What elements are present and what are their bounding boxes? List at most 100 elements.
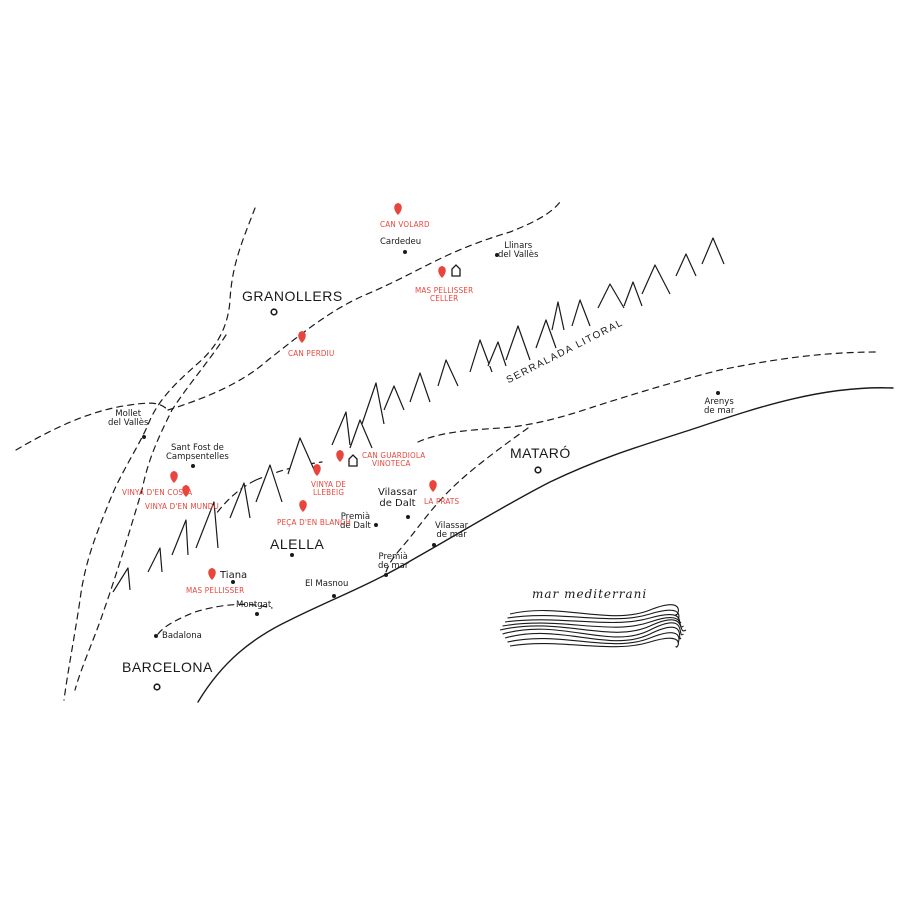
mountain-peak-9	[361, 382, 385, 425]
winery-mas-pellisser-celler: MAS PELLISSER CELLER	[415, 286, 474, 304]
mountain-peak-10	[383, 385, 405, 411]
mountain-peak-15	[505, 325, 531, 361]
winery-la-prats: LA PRATS	[424, 497, 460, 506]
road-3	[167, 201, 561, 411]
town-mollet: Mollet del Vallès	[108, 410, 148, 428]
town-dot-icon-13	[154, 634, 158, 638]
city-granollers: GRANOLLERS	[242, 288, 343, 304]
mountain-peak-13	[469, 339, 493, 373]
city-dot-icon-7	[534, 466, 542, 474]
town-dot-icon-11	[231, 580, 235, 584]
winery-vinya-llebeig-line2: LLEBEIG	[312, 488, 345, 498]
town-dot-icon-14	[290, 553, 294, 557]
city-dot-icon-2	[270, 308, 278, 316]
town-sant-fost-line1: Sant Fost de	[170, 443, 224, 453]
town-vilassar-mar: Vilassar de mar	[435, 522, 468, 540]
winery-can-volard: CAN VOLARD	[380, 220, 430, 229]
winery-vinya-llebeig-line1: VINYA DE	[311, 480, 347, 489]
mountain-peak-11	[409, 372, 431, 403]
road-5	[199, 479, 257, 541]
road-7	[385, 427, 529, 573]
mountain-peak-1	[147, 547, 163, 573]
winery-vinya-costa: VINYA D'EN COSTA	[122, 488, 193, 497]
town-dot-icon-9	[384, 573, 388, 577]
winery-mas-pellisser-celler-line2: CELLER	[429, 294, 459, 304]
road-8	[417, 351, 879, 443]
road-1	[74, 334, 227, 691]
mountain-peak-8	[331, 411, 351, 446]
map-pin-icon-7	[182, 485, 190, 497]
town-mollet-line2: del Vallès	[108, 417, 149, 428]
winery-vinya-llebeig: VINYA DE LLEBEIG	[311, 480, 347, 498]
sea-waves	[499, 604, 687, 648]
town-premia-mar-line2: de mar	[378, 560, 409, 571]
town-arenys: Arenys de mar	[704, 398, 734, 416]
map-pin-icon-0	[394, 203, 402, 215]
mountain-peak-14	[487, 341, 507, 367]
town-dot-icon-12	[255, 612, 259, 616]
mountain-peak-2	[171, 519, 189, 556]
wave-line-8	[509, 637, 679, 648]
town-premia-dalt: Premià de Dalt	[340, 513, 371, 531]
town-vilassar-mar-line1: Vilassar	[435, 521, 469, 531]
map-pin-icon-3	[336, 450, 344, 462]
winery-peca-blanch: PEÇA D'EN BLANCH	[277, 518, 351, 527]
town-vilassar-dalt-line1: Vilassar	[378, 487, 417, 498]
town-llinars: Llinars del Vallès	[498, 242, 538, 260]
winery-mas-pellisser-celler-line1: MAS PELLISSER	[415, 286, 474, 295]
mountain-peak-7	[349, 419, 373, 449]
mountain-peak-18	[571, 299, 591, 327]
town-dot-icon-4	[191, 464, 195, 468]
town-llinars-line1: Llinars	[504, 241, 533, 251]
road-2	[15, 402, 169, 451]
mountain-peak-3	[195, 501, 219, 549]
town-dot-icon-3	[142, 435, 146, 439]
town-dot-icon-8	[432, 543, 436, 547]
town-llinars-line2: del Vallès	[498, 249, 539, 260]
town-premia-mar: Premià de mar	[378, 553, 408, 571]
wave-line-5	[502, 622, 684, 638]
house-icon-1	[348, 454, 358, 467]
town-dot-icon-1	[495, 253, 499, 257]
city-barcelona: BARCELONA	[122, 659, 213, 675]
town-vilassar-dalt: Vilassar de Dalt	[378, 487, 417, 509]
map-pin-icon-2	[298, 331, 306, 343]
mountain-peak-4	[229, 482, 251, 519]
town-el-masnou: El Masnou	[305, 579, 349, 589]
wave-line-0	[509, 604, 679, 617]
town-tiana: Tiana	[220, 570, 248, 581]
wave-line-7	[507, 632, 680, 645]
town-dot-icon-10	[332, 594, 336, 598]
winery-mas-pellisser: MAS PELLISSER	[186, 586, 245, 595]
map-pin-icon-4	[313, 464, 321, 476]
town-arenys-line2: de mar	[704, 405, 735, 416]
winery-vinya-mundu: VINYA D'EN MUNDU	[145, 502, 220, 511]
map-pin-icon-9	[208, 568, 216, 580]
town-dots	[142, 250, 720, 691]
coastline-path	[197, 387, 894, 703]
wave-line-2	[504, 614, 682, 624]
map-pin-icon-8	[299, 500, 307, 512]
mountain-peak-17	[551, 301, 565, 331]
winery-can-perdiu: CAN PERDIU	[288, 349, 335, 358]
city-alella: ALELLA	[270, 536, 325, 552]
town-badalona: Badalona	[162, 631, 202, 641]
map-pin-icon-6	[170, 471, 178, 483]
town-montgat: Montgat	[236, 600, 272, 610]
town-arenys-line1: Arenys	[704, 397, 734, 407]
town-dot-icon-0	[403, 250, 407, 254]
mountain-peak-16	[535, 319, 557, 349]
mountain-peak-23	[701, 237, 725, 265]
mountain-peak-12	[437, 359, 459, 387]
town-vilassar-dalt-line2: de Dalt	[379, 497, 416, 509]
mountain-peak-21	[641, 264, 671, 295]
house-icon-0	[451, 264, 461, 277]
city-mataro: MATARÓ	[510, 445, 571, 461]
coastline	[197, 387, 894, 703]
mountain-peak-20	[623, 281, 643, 307]
town-mollet-line1: Mollet	[115, 409, 142, 419]
wave-line-4	[499, 619, 687, 633]
road-4	[157, 603, 273, 635]
map-pin-icon-1	[438, 266, 446, 278]
